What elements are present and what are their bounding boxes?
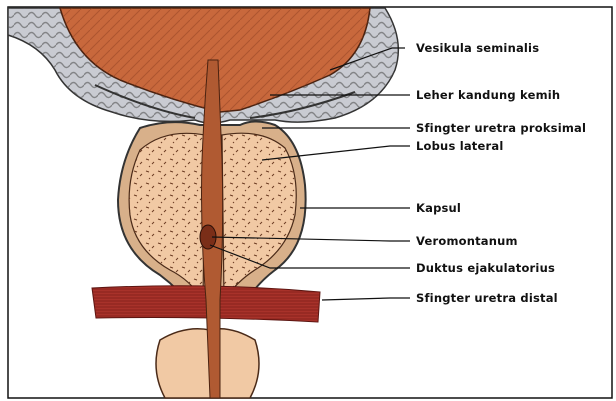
label-vesikula-seminalis: Vesikula seminalis	[416, 41, 539, 55]
label-veromontanum: Veromontanum	[416, 234, 518, 248]
label-duktus-ejakulatorius: Duktus ejakulatorius	[416, 261, 555, 275]
label-lobus-lateral: Lobus lateral	[416, 139, 503, 153]
label-leher-kandung-kemih: Leher kandung kemih	[416, 88, 560, 102]
label-sfingter-uretra-proksimal: Sfingter uretra proksimal	[416, 121, 586, 135]
label-kapsul: Kapsul	[416, 201, 461, 215]
label-sfingter-uretra-distal: Sfingter uretra distal	[416, 291, 558, 305]
